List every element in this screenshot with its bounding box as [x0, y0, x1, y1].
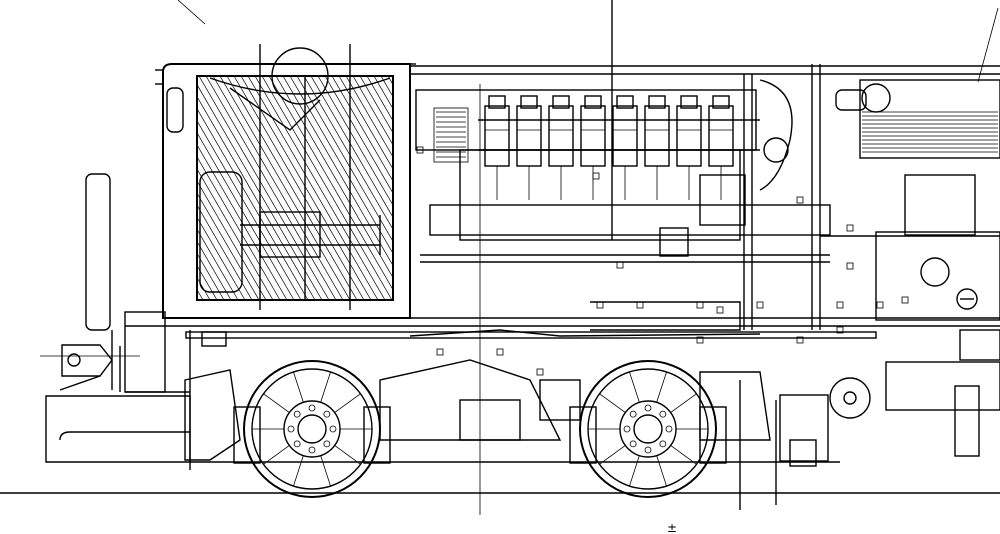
wheel-2 [569, 360, 727, 498]
buffer-beam [45, 330, 227, 470]
radiator-grille [196, 44, 394, 310]
glyph-mark: ± [667, 521, 677, 534]
cab-front [59, 173, 166, 393]
cab-window [166, 87, 184, 133]
cylinder-heads [478, 95, 760, 200]
louvre-panel [433, 107, 469, 163]
bogie-truck [184, 329, 1000, 510]
louvre-panel-right [862, 111, 998, 153]
body-outline [125, 63, 1000, 330]
leader-lines [40, 0, 999, 515]
engine-block [415, 74, 831, 331]
fasteners [416, 146, 909, 376]
wheels [233, 360, 727, 498]
generator-housing [820, 79, 1000, 361]
wheel-1 [233, 360, 391, 498]
